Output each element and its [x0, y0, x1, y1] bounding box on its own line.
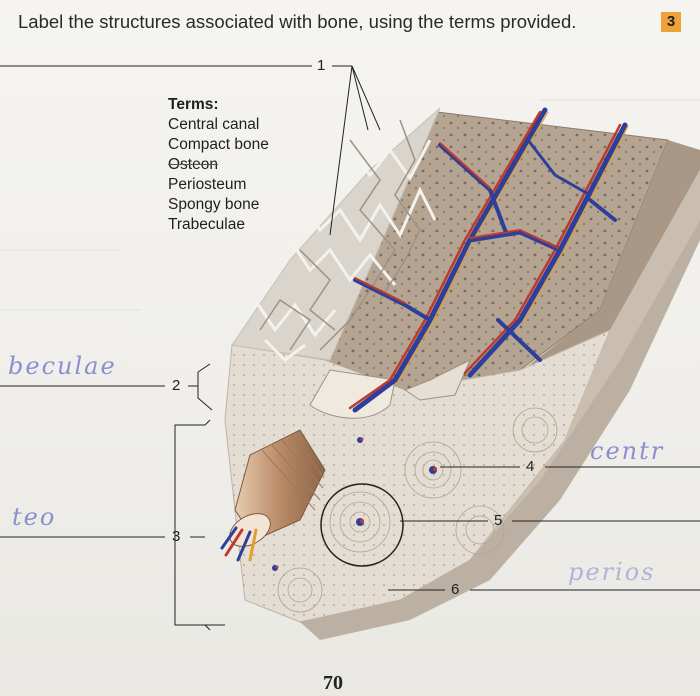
terms-heading: Terms: [168, 96, 219, 113]
terms-box: Terms: Central canal Compact bone Osteon… [168, 95, 269, 235]
spongy-bone [231, 107, 441, 362]
bone-right-edge [520, 140, 700, 372]
label-number-6: 6 [451, 581, 460, 598]
term-item: Trabeculae [168, 216, 245, 233]
label-number-4: 4 [526, 458, 535, 475]
term-item: Spongy bone [168, 196, 260, 213]
term-item: Periosteum [168, 176, 247, 193]
page-number: 70 [323, 672, 343, 694]
label-number-5: 5 [494, 512, 503, 529]
vessel-bundle [220, 429, 326, 562]
blood-vessels [348, 107, 629, 413]
question-text: Label the structures associated with bon… [18, 11, 577, 32]
question-number-badge: 3 [661, 12, 681, 32]
label-number-2: 2 [172, 377, 181, 394]
bone-bottom-edge [300, 220, 700, 640]
label-number-3: 3 [172, 528, 181, 545]
term-item: Compact bone [168, 136, 269, 153]
label-number-1: 1 [317, 57, 326, 74]
leader-lines [0, 65, 700, 631]
answer-label-4[interactable]: centr [590, 437, 665, 465]
term-item: Central canal [168, 116, 260, 133]
answer-label-6[interactable]: perios [568, 558, 656, 586]
canal-groove-right [403, 358, 471, 401]
answer-label-2[interactable]: beculae [8, 352, 117, 380]
answer-label-3[interactable]: teo [12, 503, 57, 531]
canal-groove-left [309, 369, 396, 419]
term-item: Osteon [168, 156, 218, 173]
osteon-circle-highlight [320, 483, 404, 567]
central-canals [272, 437, 437, 571]
osteons [277, 407, 558, 613]
